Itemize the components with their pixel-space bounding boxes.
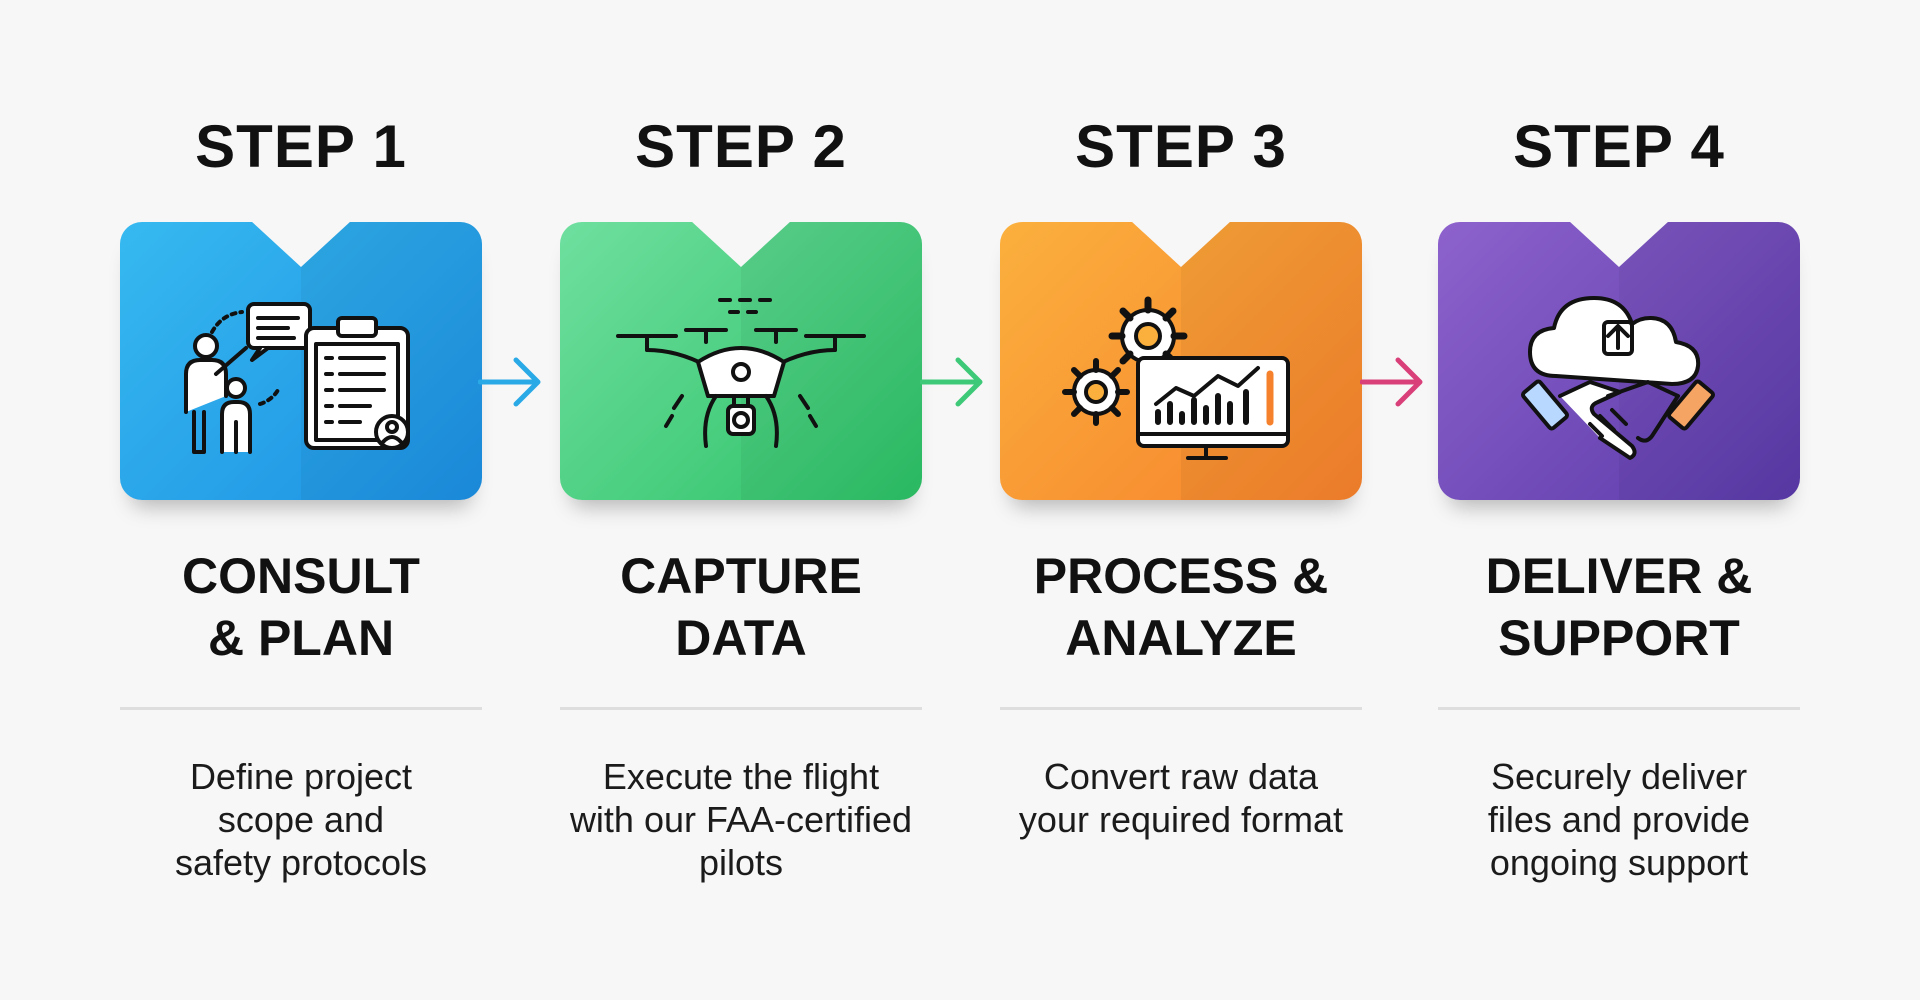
step-1-heading: CONSULT & PLAN <box>80 545 522 669</box>
cloud-handshake-icon <box>1521 296 1715 460</box>
step-4-description: Securely deliver files and provide ongoi… <box>1398 755 1840 884</box>
step-4-description-line-1: Securely deliver <box>1490 756 1748 797</box>
step-1-description-line-3: safety protocols <box>174 842 428 883</box>
step-1-card <box>120 222 482 500</box>
consult-plan-icon <box>184 302 410 454</box>
step-3-label: STEP 3 <box>1075 113 1287 180</box>
step-2-description-line-2: with our FAA-certified <box>569 799 913 840</box>
step-4-heading: DELIVER & SUPPORT <box>1398 545 1840 669</box>
step-4-description-line-2: files and provide <box>1487 799 1751 840</box>
gears-monitor-icon <box>1062 296 1290 460</box>
step-2-heading: CAPTURE DATA <box>520 545 962 669</box>
step-2-card <box>560 222 922 500</box>
step-3-heading-line-2: ANALYZE <box>1065 610 1297 666</box>
step-1-divider <box>120 707 482 710</box>
step-1-heading-line-1: CONSULT <box>182 548 420 604</box>
step-4-card <box>1438 222 1800 500</box>
step-2-description-line-1: Execute the flight <box>602 756 880 797</box>
arrow-right-icon <box>920 357 983 407</box>
step-1-heading-line-2: & PLAN <box>207 610 395 666</box>
step-4-label: STEP 4 <box>1513 113 1725 180</box>
step-4-description-line-3: ongoing support <box>1489 842 1749 883</box>
step-3-divider <box>1000 707 1362 710</box>
step-3-description-line-2: your required format <box>1018 799 1344 840</box>
step-1-column: STEP 1 <box>120 0 482 1000</box>
step-2-divider <box>560 707 922 710</box>
step-1-label: STEP 1 <box>195 113 407 180</box>
step-2-description: Execute the flight with our FAA-certifie… <box>520 755 962 884</box>
step-1-description-line-1: Define project <box>189 756 413 797</box>
step-3-heading-line-1: PROCESS & <box>1033 548 1329 604</box>
step-4-column: STEP 4 DELIVER & SUPPORT <box>1438 0 1800 1000</box>
step-3-heading: PROCESS & ANALYZE <box>960 545 1402 669</box>
step-3-column: STEP 3 <box>1000 0 1362 1000</box>
drone-icon <box>616 298 866 448</box>
step-3-description-line-1: Convert raw data <box>1043 756 1319 797</box>
step-3-description: Convert raw data your required format <box>960 755 1402 841</box>
arrow-right-icon <box>478 357 541 407</box>
step-1-description: Define project scope and safety protocol… <box>80 755 522 884</box>
step-4-divider <box>1438 707 1800 710</box>
step-4-heading-line-1: DELIVER & <box>1485 548 1753 604</box>
step-2-label: STEP 2 <box>635 113 847 180</box>
step-2-heading-line-1: CAPTURE <box>620 548 862 604</box>
step-1-description-line-2: scope and <box>217 799 385 840</box>
step-4-heading-line-2: SUPPORT <box>1498 610 1740 666</box>
step-2-description-line-3: pilots <box>698 842 784 883</box>
step-2-heading-line-2: DATA <box>675 610 807 666</box>
arrow-right-icon <box>1360 357 1423 407</box>
step-3-card <box>1000 222 1362 500</box>
step-2-column: STEP 2 <box>560 0 922 1000</box>
